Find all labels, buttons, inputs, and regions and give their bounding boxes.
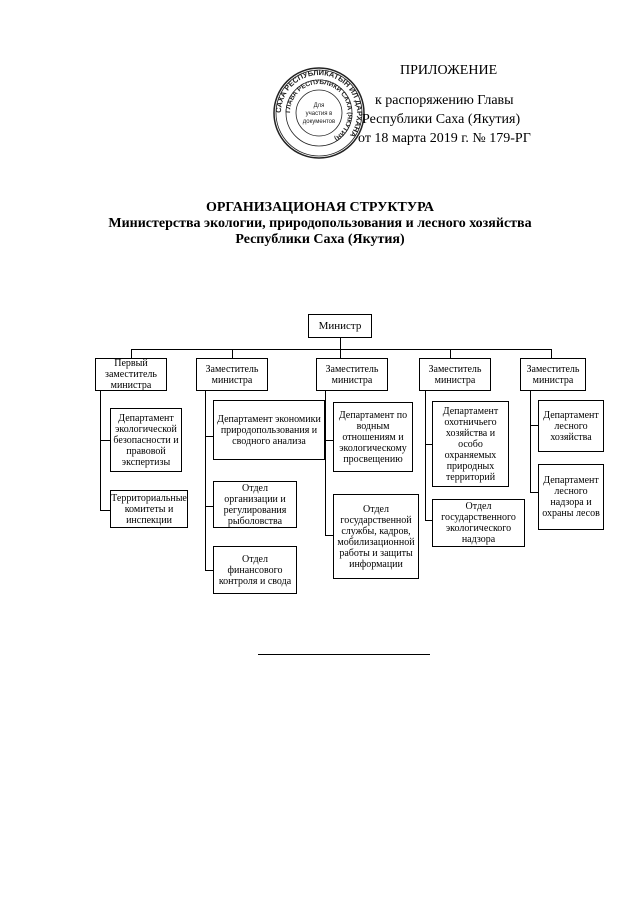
unit-label: Департамент экологической безопасности и… [113, 412, 179, 468]
deputy-label: Заместитель министра [205, 363, 259, 386]
deputy-label: Заместитель министра [526, 363, 580, 386]
deputy-minister-box-3: Заместитель министра [316, 358, 388, 391]
official-stamp: САХА РЕСПУБЛИКАТЫН ИЛ ДАРХАНА ГЛАВА РЕСП… [273, 67, 365, 159]
unit-label: Территориальные комитеты и инспекции [111, 492, 187, 526]
unit-label: Департамент экономики природопользования… [217, 413, 321, 447]
unit-label: Департамент охотничьего хозяйства и особ… [442, 405, 499, 483]
unit-label: Отдел организации и регулирования рыболо… [223, 482, 287, 527]
dept-forest-supervision-box: Департамент лесного надзора и охраны лес… [538, 464, 604, 530]
deputy-minister-box-4: Заместитель министра [419, 358, 491, 391]
first-deputy-minister-box: Первый заместитель министра [95, 358, 167, 391]
territorial-committees-box: Территориальные комитеты и инспекции [110, 490, 188, 528]
unit-label: Отдел финансового контроля и свода [218, 553, 292, 587]
dept-forestry-box: Департамент лесного хозяйства [538, 400, 604, 452]
unit-label: Отдел государственного экологического на… [441, 501, 516, 545]
stamp-center-line1: Для [314, 103, 325, 109]
financial-control-dept-box: Отдел финансового контроля и свода [213, 546, 297, 594]
document-subtitle-republic: Республики Саха (Якутия) [235, 232, 405, 247]
appendix-line3: от 18 марта 2019 г. № 179-РГ [358, 131, 531, 146]
deputy-label: Заместитель министра [428, 363, 482, 386]
minister-box: Министр [308, 314, 372, 338]
unit-label: Отдел государственной службы, кадров, мо… [337, 503, 415, 570]
appendix-line2: Республики Саха (Якутия) [362, 112, 521, 127]
unit-label: Департамент по водным отношениям и эколо… [338, 409, 408, 465]
appendix-line1: к распоряжению Главы [375, 93, 514, 108]
stamp-center-line2: участия в [306, 111, 333, 117]
stamp-center-line3: документов [303, 119, 335, 125]
deputy-minister-box-2: Заместитель министра [196, 358, 268, 391]
deputy-minister-box-5: Заместитель министра [520, 358, 586, 391]
deputy-label: Первый заместитель министра [105, 358, 157, 391]
fisheries-regulation-dept-box: Отдел организации и регулирования рыболо… [213, 481, 297, 528]
civil-service-dept-box: Отдел государственной службы, кадров, мо… [333, 494, 419, 579]
appendix-title: ПРИЛОЖЕНИЕ [400, 63, 498, 78]
ecological-supervision-dept-box: Отдел государственного экологического на… [432, 499, 525, 547]
dept-ecological-safety-box: Департамент экологической безопасности и… [110, 408, 182, 472]
separator-line [258, 654, 430, 655]
document-title: ОРГАНИЗАЦИОНАЯ СТРУКТУРА [205, 200, 435, 215]
deputy-label: Заместитель министра [325, 363, 379, 386]
dept-water-relations-box: Департамент по водным отношениям и эколо… [333, 402, 413, 472]
dept-economics-box: Департамент экономики природопользования… [213, 400, 325, 460]
unit-label: Департамент лесного хозяйства [543, 409, 599, 443]
unit-label: Департамент лесного надзора и охраны лес… [542, 475, 600, 519]
minister-label: Министр [318, 319, 362, 332]
dept-hunting-protected-areas-box: Департамент охотничьего хозяйства и особ… [432, 401, 509, 487]
document-subtitle: Министерства экологии, природопользовани… [108, 216, 532, 231]
